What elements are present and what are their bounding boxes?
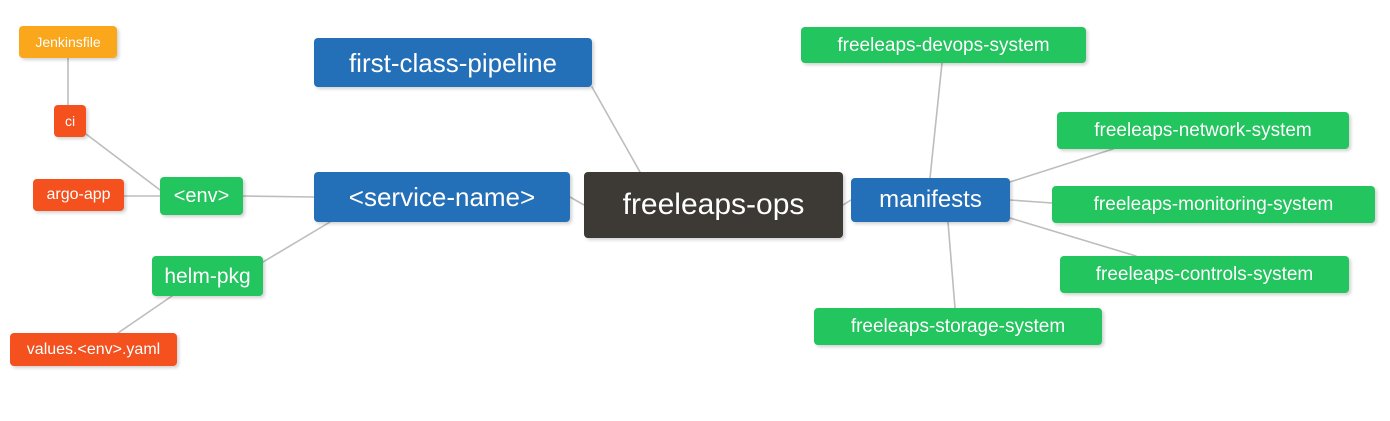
node-helm[interactable]: helm-pkg	[152, 256, 263, 296]
edge-manifests-storage	[947, 221, 956, 309]
node-jenkins[interactable]: Jenkinsfile	[19, 26, 117, 58]
node-argo[interactable]: argo-app	[33, 179, 124, 211]
edge-root-pipeline	[591, 86, 641, 173]
edge-service-env	[242, 195, 315, 198]
node-ci[interactable]: ci	[54, 105, 86, 137]
node-service[interactable]: <service-name>	[314, 172, 570, 222]
edge-root-manifests	[842, 199, 852, 206]
node-pipeline[interactable]: first-class-pipeline	[314, 38, 592, 87]
edge-service-helm	[262, 221, 331, 263]
edge-manifests-monitoring	[1009, 199, 1053, 204]
node-monitoring[interactable]: freeleaps-monitoring-system	[1052, 186, 1375, 223]
node-network[interactable]: freeleaps-network-system	[1057, 112, 1349, 149]
edge-root-service	[569, 196, 585, 206]
node-controls[interactable]: freeleaps-controls-system	[1060, 256, 1349, 293]
edge-helm-values	[117, 295, 173, 334]
node-manifests[interactable]: manifests	[851, 178, 1010, 222]
node-env[interactable]: <env>	[160, 177, 243, 215]
edge-manifests-controls	[1009, 217, 1137, 257]
node-root[interactable]: freeleaps-ops	[584, 172, 843, 238]
node-devops[interactable]: freeleaps-devops-system	[801, 27, 1086, 63]
edge-manifests-devops	[929, 62, 943, 179]
node-storage[interactable]: freeleaps-storage-system	[814, 308, 1102, 345]
node-values[interactable]: values.<env>.yaml	[10, 333, 177, 366]
edge-manifests-network	[1009, 148, 1114, 183]
